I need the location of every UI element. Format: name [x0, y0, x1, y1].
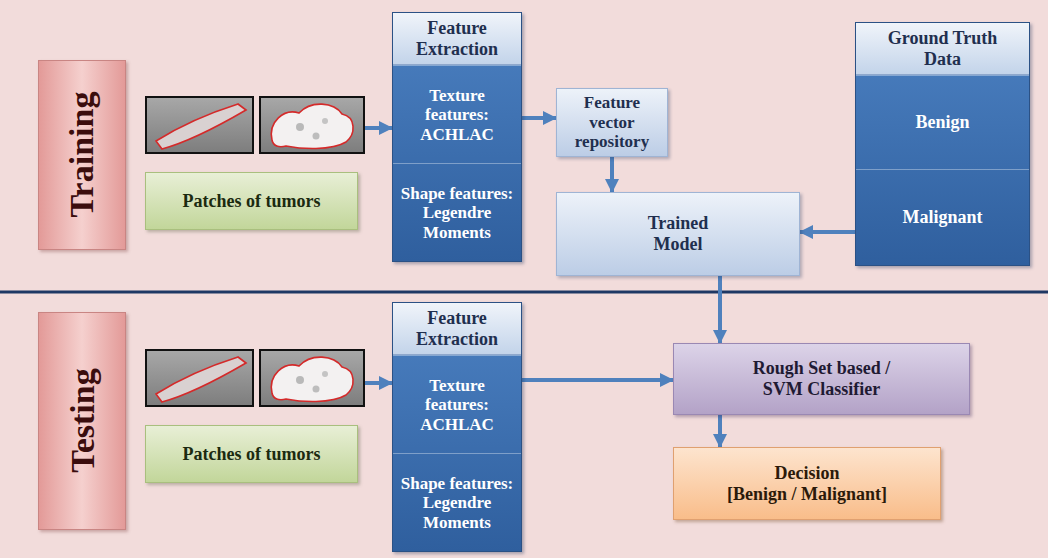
feature-band: Texture features: ACHLAC — [393, 355, 521, 453]
node-label: Texture features: ACHLAC — [399, 376, 515, 435]
node-label: [Benign / Malignant] — [727, 484, 887, 505]
ground-truth-block: Ground Truth DataBenignMalignant — [855, 22, 1030, 266]
node-label: Texture features: ACHLAC — [399, 86, 515, 145]
block-heading: Feature Extraction — [393, 13, 521, 65]
image-patch-group: Patches of tumors — [145, 95, 365, 230]
node-label: Testing — [62, 369, 101, 474]
flow-arrow — [365, 381, 392, 385]
tumor-speckle — [296, 123, 304, 131]
classifier-box: Rough Set based / SVM Classifier — [673, 343, 970, 415]
section-tab: Training — [38, 60, 126, 250]
feature-block: Feature ExtractionTexture features: ACHL… — [392, 302, 522, 552]
tumor-patch — [146, 97, 253, 153]
node-label: Patches of tumors — [145, 425, 358, 483]
block-heading: Feature Extraction — [393, 303, 521, 355]
flow-arrow — [522, 378, 673, 382]
node-label: Malignant — [902, 207, 982, 228]
flow-arrow — [718, 276, 722, 343]
feature-band: Texture features: ACHLAC — [393, 65, 521, 163]
node-label: Trained Model — [633, 213, 723, 254]
tumor-outline — [271, 104, 353, 148]
image-patch-group: Patches of tumors — [145, 348, 365, 483]
node-label: Training — [62, 92, 101, 218]
flow-arrow — [365, 126, 392, 130]
class-band: Benign — [856, 75, 1029, 169]
node-label: Feature vector repository — [563, 93, 661, 152]
tumor-speckle — [322, 118, 328, 124]
section-tab: Testing — [38, 312, 126, 530]
tumor-patches — [146, 350, 364, 406]
node-label: Patches of tumors — [145, 172, 358, 230]
flow-arrow — [800, 230, 855, 234]
class-band: Malignant — [856, 169, 1029, 265]
flow-arrow — [610, 157, 614, 192]
node-label: Decision — [775, 463, 840, 484]
node-label: Benign — [915, 112, 969, 133]
tumor-outline — [156, 104, 246, 149]
section-divider — [0, 291, 1048, 294]
node-label: Shape features: Legendre Moments — [399, 184, 515, 243]
node-label: Shape features: Legendre Moments — [399, 474, 515, 533]
block-heading: Ground Truth Data — [856, 23, 1029, 75]
tumor-speckle — [313, 133, 320, 140]
decision-box: Decision[Benign / Malignant] — [673, 447, 941, 520]
node-label: Rough Set based / SVM Classifier — [734, 358, 909, 399]
feature-band: Shape features: Legendre Moments — [393, 163, 521, 261]
flow-arrow — [522, 116, 556, 120]
model-box: Trained Model — [556, 192, 800, 276]
tumor-patches — [146, 97, 364, 153]
flow-arrow — [718, 415, 722, 447]
feature-block: Feature ExtractionTexture features: ACHL… — [392, 12, 522, 262]
repository-box: Feature vector repository — [556, 88, 668, 157]
feature-band: Shape features: Legendre Moments — [393, 453, 521, 551]
tumor-patch — [260, 97, 364, 153]
